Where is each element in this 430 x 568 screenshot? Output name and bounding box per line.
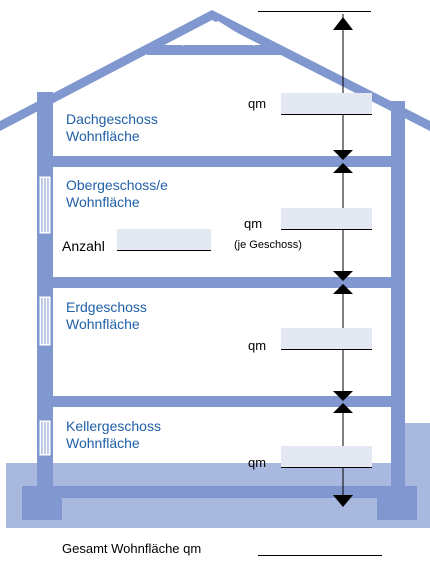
basement-title: Kellergeschoss [66,418,161,434]
upper-floor-title: Obergeschoss/e [66,177,168,193]
basement-label: Kellergeschoss Wohnfläche [66,418,161,452]
attic-title: Dachgeschoss [66,111,158,127]
floor-count-label: Anzahl [62,238,105,254]
ground-floor-area-field[interactable] [281,328,372,350]
upper-floor-unit: qm [244,216,263,231]
ground-floor-label: Erdgeschoss Wohnfläche [66,299,147,333]
total-area-label: Gesamt Wohnfläche qm [62,541,202,556]
per-floor-note: (je Geschoss) [234,239,302,251]
attic-subtitle: Wohnfläche [66,128,140,144]
basement-unit: qm [248,455,267,470]
attic-label: Dachgeschoss Wohnfläche [66,111,158,145]
measurement-arrows [333,17,353,507]
floor-slabs [37,156,405,498]
attic-unit: qm [248,96,267,111]
upper-floor-label: Obergeschoss/e Wohnfläche [66,177,168,211]
attic-area-field[interactable] [281,93,372,115]
roof-height-line [258,11,371,12]
upper-floor-area-field[interactable] [281,208,372,230]
basement-subtitle: Wohnfläche [66,435,140,451]
basement-area-field[interactable] [281,446,372,468]
upper-floor-subtitle: Wohnfläche [66,194,140,210]
ground-floor-unit: qm [248,338,267,353]
roof-shape [0,10,430,131]
floor-count-field[interactable] [117,229,211,251]
roof-vent-shape [181,20,256,46]
ground-floor-title: Erdgeschoss [66,299,147,315]
total-area-field[interactable] [258,539,382,556]
window-strips [38,175,52,457]
ground-floor-subtitle: Wohnfläche [66,316,140,332]
